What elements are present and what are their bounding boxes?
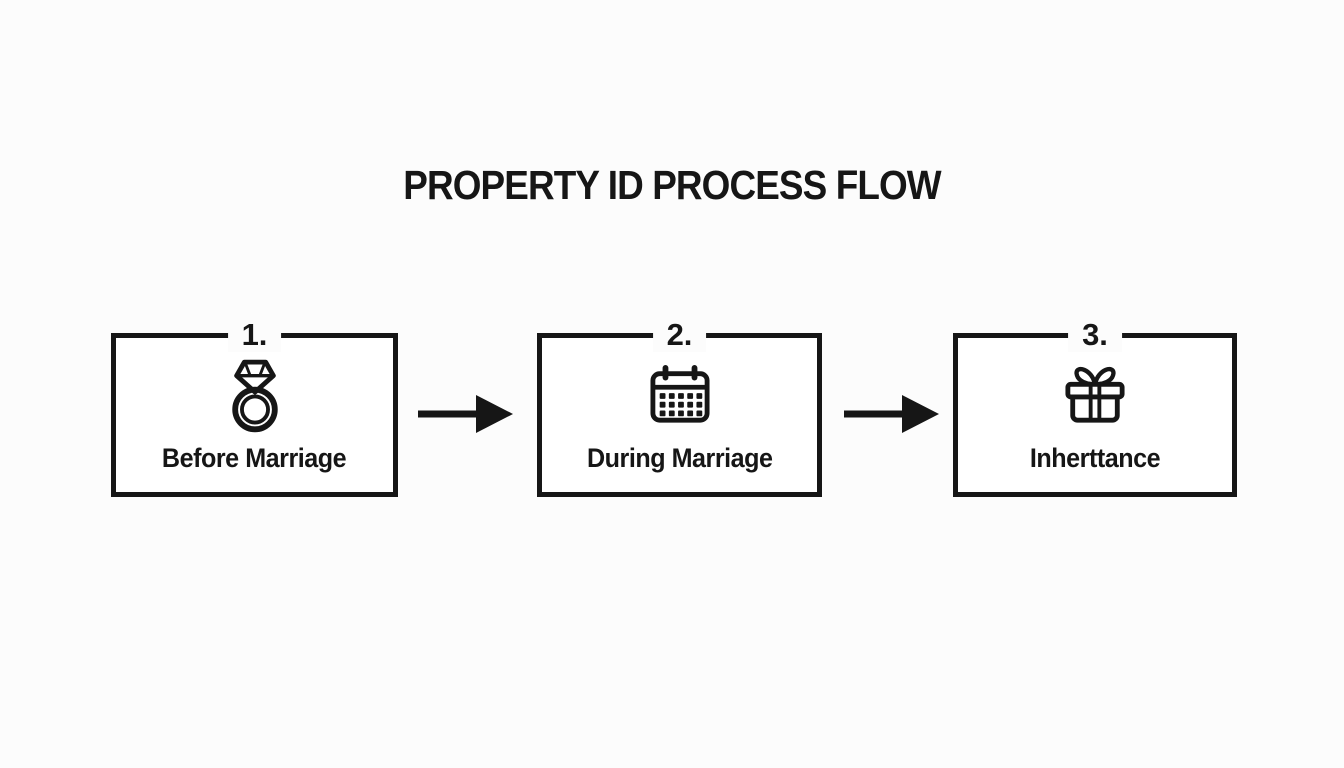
- calendar-icon: [649, 353, 711, 437]
- gift-icon: [1064, 353, 1126, 437]
- flow-arrow: [418, 395, 513, 433]
- step-label: Inherttance: [1029, 443, 1161, 473]
- step-box-inheritance: 3. Inherttance: [953, 318, 1237, 497]
- ring-icon: [226, 353, 284, 437]
- flow-arrow: [844, 395, 939, 433]
- step-label: Before Marriage: [162, 443, 347, 473]
- step-box-during-marriage: 2. During Marriage: [537, 318, 822, 497]
- step-number: 2.: [652, 318, 707, 352]
- step-label: During Marriage: [586, 443, 773, 473]
- page-title: PROPERTY ID PROCESS FLOW: [403, 162, 941, 208]
- step-box-before-marriage: 1. Before Marriage: [111, 318, 398, 497]
- step-number: 3.: [1068, 318, 1122, 352]
- step-number: 1.: [227, 318, 282, 352]
